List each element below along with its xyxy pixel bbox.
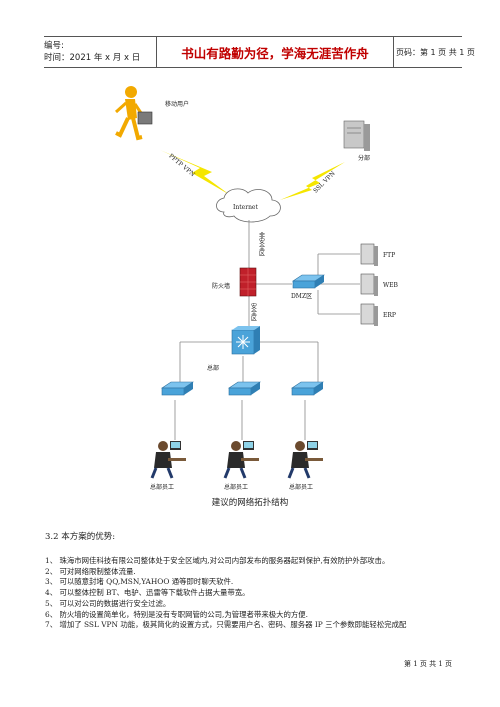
mobile-user-icon: [114, 86, 153, 141]
firewall-icon: [239, 267, 257, 297]
staff-workstation-icon: [223, 441, 259, 479]
network-topology-diagram: 移动用户 分部 PPTP VPN SSL VPN Internet 非安全区 安…: [114, 86, 399, 491]
page-header: 编号: 时间：2021 年 x 月 x 日 书山有路勤为径，学海无涯苦作舟 页码…: [44, 36, 475, 70]
hq-staff-label: 总部员工: [150, 483, 174, 491]
secure-zone-label: 安全区: [250, 302, 257, 321]
branch-label: 分部: [358, 154, 370, 162]
ftp-label: FTP: [383, 252, 395, 259]
motto: 书山有路勤为径，学海无涯苦作舟: [156, 37, 394, 67]
dmz-label: DMZ区: [291, 293, 312, 300]
dmz-switch-icon: [292, 274, 325, 289]
pptp-lightning-icon: [160, 150, 230, 195]
ssl-lightning-icon: [280, 162, 345, 200]
hq-staff-label: 总部员工: [289, 483, 313, 491]
web-server-icon: [360, 273, 378, 296]
branch-server-icon: [343, 120, 370, 151]
svg-text:非安全区: 非安全区: [258, 231, 265, 256]
number-label: 编号:: [44, 41, 64, 51]
access-switch-icon: [161, 381, 194, 396]
list-item: 4、 可以整体控制 BT、电驴、迅雷等下载软件占据大量带宽。: [45, 588, 250, 598]
time-label: 时间：2021 年 x 月 x 日: [44, 53, 141, 63]
pptp-vpn-label: PPTP VPN: [167, 153, 196, 179]
core-switch-icon: [231, 326, 260, 355]
list-item: 5、 可以对公司的数据进行安全过滤。: [45, 598, 171, 608]
page-footer: 第 1 页 共 1 页: [404, 660, 453, 668]
access-switch-icon: [228, 381, 261, 396]
staff-workstation-icon: [150, 441, 186, 479]
advantages-list: 1、 珠海市网佳科技有限公司整体处于安全区域内,对公司内部发布的服务器起到保护,…: [45, 556, 475, 631]
firewall-label: 防火墙: [212, 282, 230, 290]
list-item: 6、 防火墙的设置简单化，特别是没有专职网管的公司,为管理者带来极大的方便.: [45, 609, 309, 619]
header-meta: 编号: 时间：2021 年 x 月 x 日: [44, 37, 156, 70]
section-title: 3.2 本方案的优势:: [45, 532, 116, 542]
access-switch-icon: [291, 381, 324, 396]
page-label: 页码：第 1 页 共 1 页: [396, 47, 475, 57]
untrusted-zone-label: 非安全区: [258, 231, 265, 256]
list-item: 7、 增加了 SSL VPN 功能，极其简化的设置方式，只需要用户名、密码、服务…: [45, 620, 407, 630]
erp-label: ERP: [383, 312, 396, 319]
erp-server-icon: [360, 303, 378, 326]
diagram-caption: 建议的网络拓扑结构: [211, 498, 289, 508]
internet-cloud-icon: [216, 188, 281, 223]
list-item: 1、 珠海市网佳科技有限公司整体处于安全区域内,对公司内部发布的服务器起到保护,…: [45, 556, 390, 565]
hq-staff-label: 总部员工: [224, 483, 248, 491]
list-item: 3、 可以随意封堵 QQ,MSN,YAHOO 通等即时聊天软件.: [45, 577, 234, 587]
svg-text:安全区: 安全区: [250, 302, 257, 321]
internet-label: Internet: [233, 204, 258, 211]
staff-workstation-icon: [287, 441, 323, 479]
web-label: WEB: [383, 282, 399, 289]
hq-label: 总部: [207, 364, 219, 372]
list-item: 2、 可对网络限制整体流量.: [45, 566, 136, 576]
ftp-server-icon: [360, 243, 378, 266]
mobile-user-label: 移动用户: [165, 100, 189, 108]
